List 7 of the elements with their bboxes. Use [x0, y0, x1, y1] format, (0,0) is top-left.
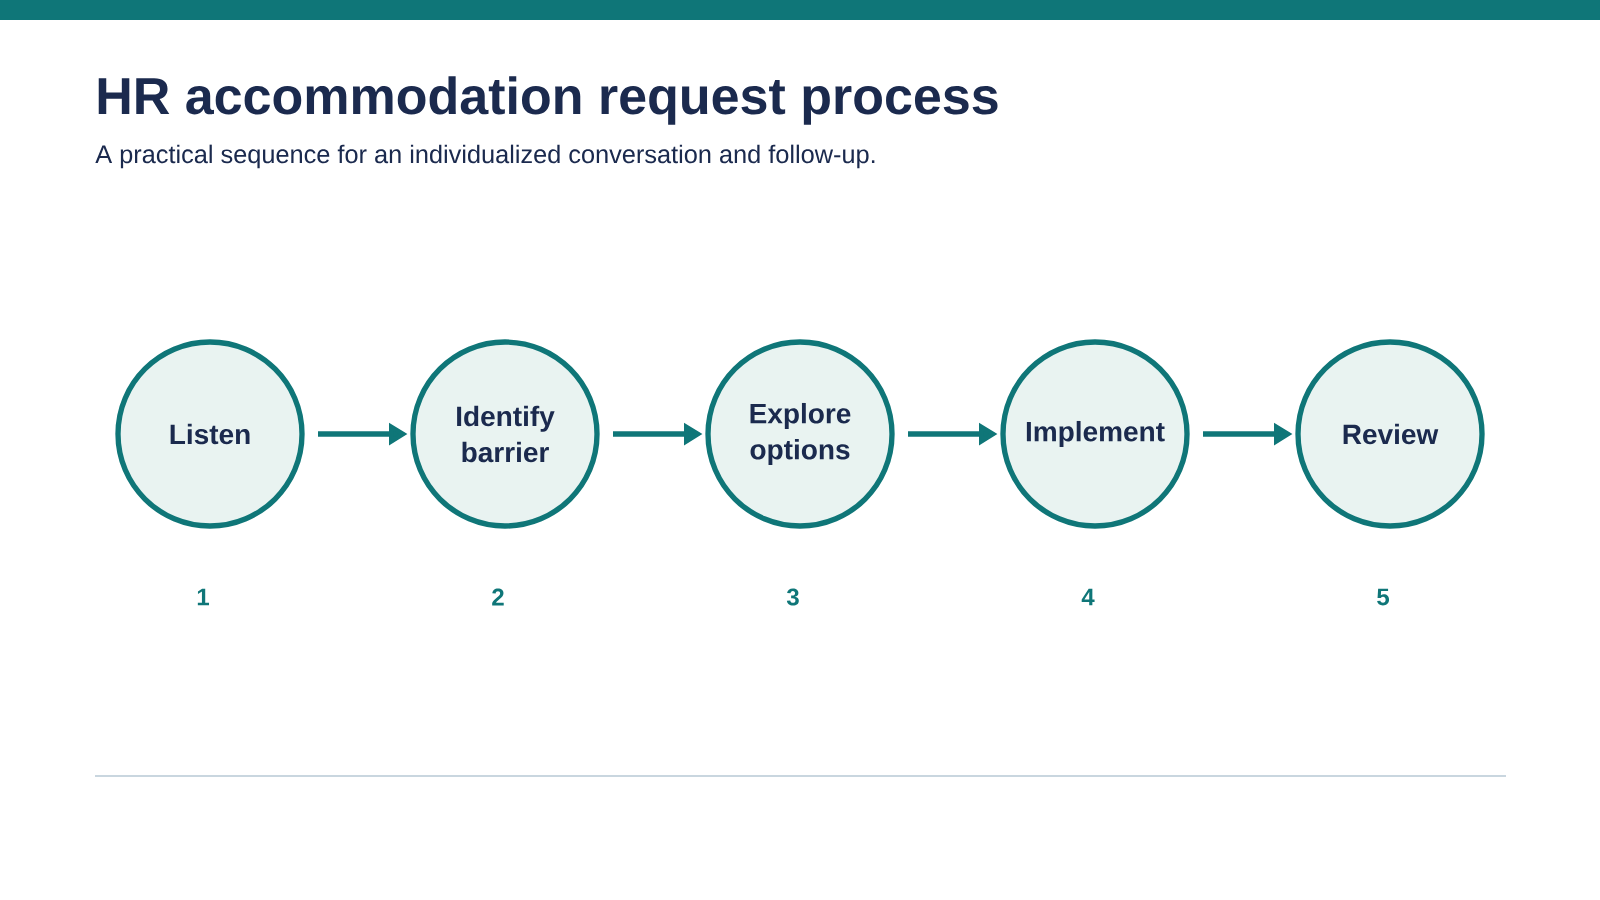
subtitle: A practical sequence for an individualized conversation and follow-up.: [95, 144, 875, 169]
step-number: 3: [786, 588, 799, 606]
step-number: 2: [492, 588, 504, 606]
title: HR accommodation request process: [98, 76, 998, 125]
step-number: 5: [1377, 588, 1390, 606]
step-number: 1: [197, 588, 209, 606]
step-number: 4: [1081, 588, 1095, 606]
